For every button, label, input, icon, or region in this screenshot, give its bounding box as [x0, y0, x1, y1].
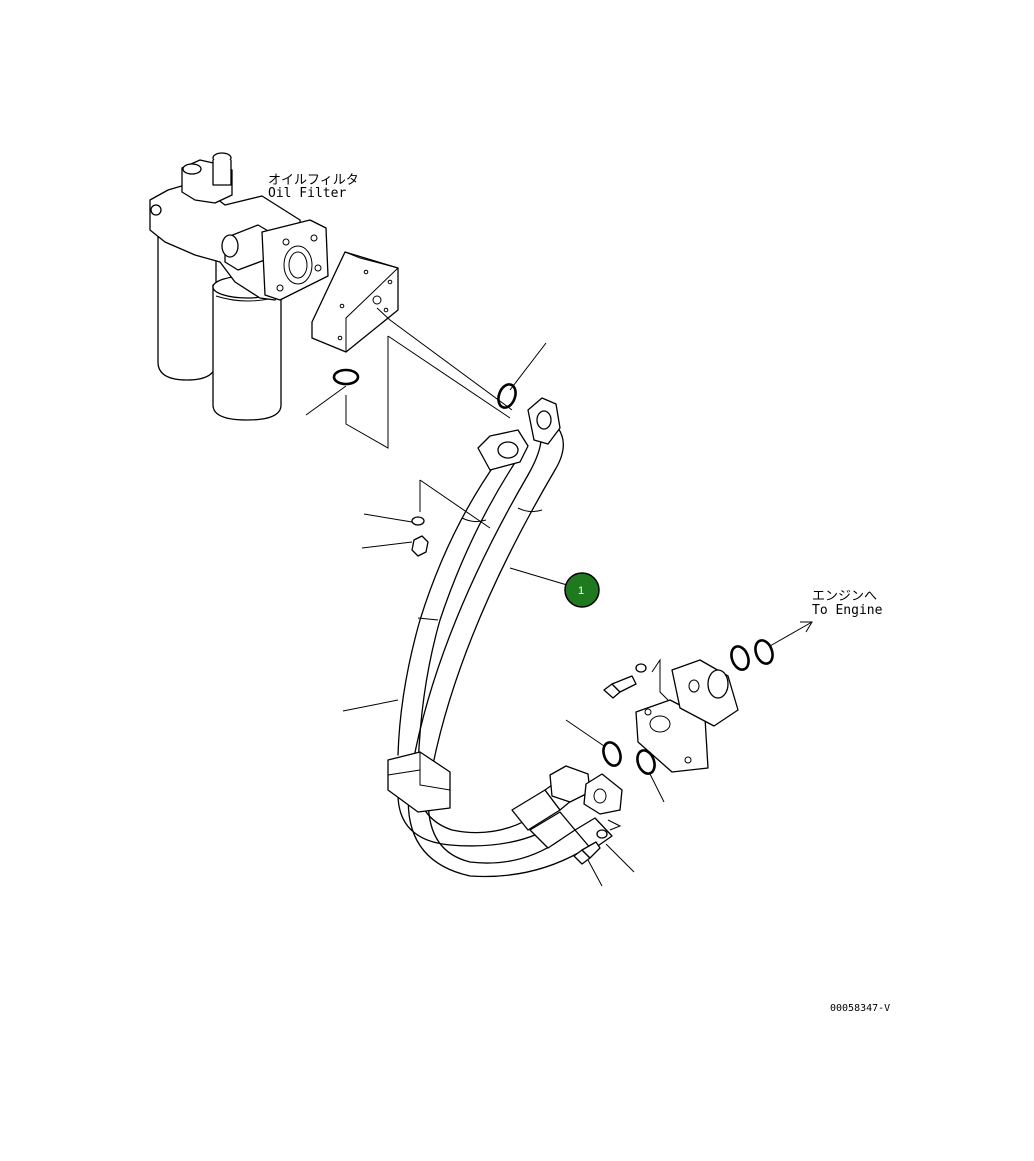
leader-line [509, 342, 547, 391]
o-ring [730, 645, 750, 671]
leader-line [605, 843, 635, 873]
to-engine-label-jp: エンジンへ [812, 589, 877, 604]
engine-connector [635, 659, 739, 773]
oil-filter-label-en: Oil Filter [268, 186, 346, 201]
leader-line [587, 859, 603, 887]
leader-line [305, 385, 347, 416]
hose-assembly [387, 397, 623, 878]
alignment-lines [345, 307, 513, 449]
o-ring [754, 639, 774, 665]
bolt [411, 535, 429, 557]
to-engine-arrow [769, 621, 813, 647]
adapter-block [311, 251, 399, 353]
oil-filter-label-jp: オイルフィルタ [268, 173, 359, 188]
o-ring [332, 368, 360, 386]
leader-line [342, 699, 399, 712]
alignment-lines [651, 658, 669, 701]
leader-line [565, 719, 605, 747]
alignment-lines [419, 479, 491, 529]
washer [635, 663, 647, 673]
leader-line [361, 541, 413, 549]
washer [411, 516, 425, 526]
callout-marker-1[interactable]: 1 [564, 572, 600, 608]
callout-number: 1 [578, 585, 584, 597]
o-ring [636, 749, 656, 775]
o-ring [602, 741, 622, 767]
o-ring [497, 383, 517, 409]
drawing-id: 00058347-V [830, 1003, 890, 1014]
alignment-lines [607, 819, 622, 831]
leader-line [649, 773, 665, 803]
callout-circle [564, 572, 600, 608]
leader-line [509, 567, 568, 586]
to-engine-label-en: To Engine [812, 603, 883, 618]
washer [596, 829, 608, 839]
bolt [603, 675, 637, 699]
bolt [573, 841, 601, 865]
leader-line [363, 513, 413, 523]
oil-filter-assembly [149, 152, 329, 421]
